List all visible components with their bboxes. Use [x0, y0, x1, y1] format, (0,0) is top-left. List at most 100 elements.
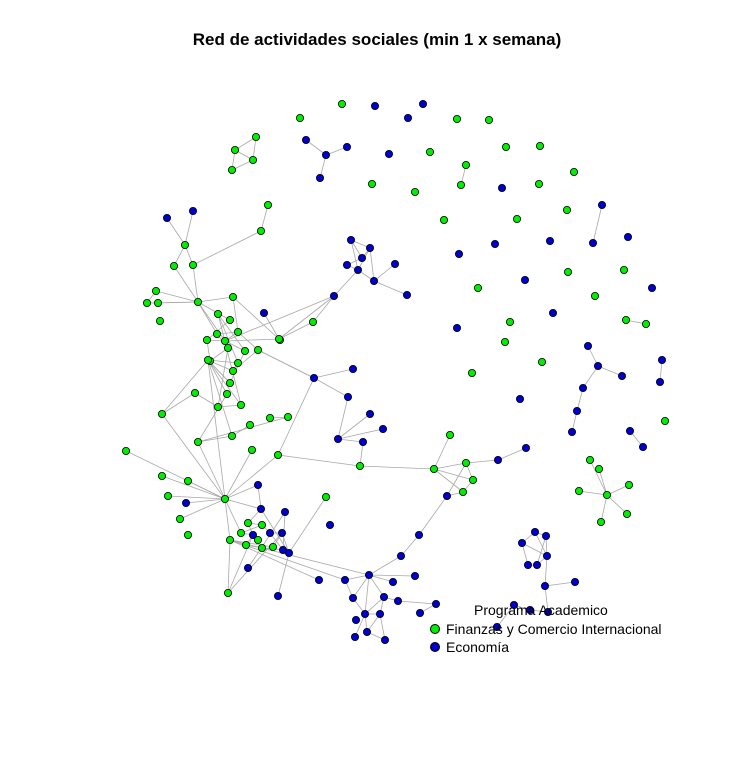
- node-economia: [549, 308, 558, 317]
- node-finanzas: [591, 291, 600, 300]
- node-finanzas: [193, 437, 202, 446]
- node-finanzas: [225, 315, 234, 324]
- network-edge: [536, 535, 547, 566]
- node-economia: [360, 610, 369, 619]
- node-economia: [624, 232, 633, 241]
- node-economia: [639, 442, 648, 451]
- network-edge: [184, 210, 194, 246]
- node-economia: [315, 173, 324, 182]
- node-finanzas: [202, 335, 211, 344]
- node-finanzas: [283, 412, 292, 421]
- node-economia: [277, 529, 286, 538]
- network-edge: [600, 494, 608, 523]
- network-edge: [227, 532, 283, 594]
- node-economia: [273, 592, 282, 601]
- node-economia: [493, 455, 502, 464]
- node-finanzas: [190, 388, 199, 397]
- node-finanzas: [570, 167, 579, 176]
- node-economia: [402, 290, 411, 299]
- node-finanzas: [213, 309, 222, 318]
- node-finanzas: [273, 450, 282, 459]
- network-edge: [354, 613, 366, 638]
- node-economia: [333, 434, 342, 443]
- node-economia: [396, 552, 405, 561]
- node-economia: [364, 571, 373, 580]
- network-edge: [192, 230, 262, 266]
- network-edge: [260, 508, 290, 554]
- network-edge: [224, 449, 253, 500]
- node-finanzas: [247, 445, 256, 454]
- network-edge: [207, 359, 242, 406]
- node-economia: [648, 283, 657, 292]
- network-edge: [352, 574, 370, 599]
- node-economia: [253, 480, 262, 489]
- network-edge: [359, 441, 364, 467]
- node-finanzas: [625, 480, 634, 489]
- network-edge: [369, 247, 375, 282]
- node-finanzas: [212, 329, 221, 338]
- network-edge: [433, 468, 464, 493]
- network-edge: [578, 490, 608, 496]
- network-edge: [598, 468, 608, 496]
- node-economia: [342, 260, 351, 269]
- network-edge: [496, 604, 515, 628]
- network-edge: [194, 392, 219, 408]
- network-edge: [379, 613, 386, 641]
- network-edge: [337, 428, 384, 440]
- network-edge: [368, 574, 416, 577]
- node-economia: [542, 532, 551, 541]
- network-edge: [606, 484, 630, 496]
- network-edge: [337, 396, 349, 440]
- node-economia: [280, 507, 289, 516]
- node-finanzas: [151, 286, 160, 295]
- node-economia: [658, 355, 667, 364]
- network-edge: [224, 498, 231, 541]
- node-economia: [350, 633, 359, 642]
- node-finanzas: [461, 160, 470, 169]
- node-finanzas: [233, 327, 242, 336]
- node-economia: [370, 102, 379, 111]
- node-finanzas: [564, 267, 573, 276]
- node-finanzas: [445, 430, 454, 439]
- chart-title: Red de actividades sociales (min 1 x sem…: [192, 30, 562, 49]
- node-economia: [568, 427, 577, 436]
- node-finanzas: [157, 409, 166, 418]
- node-finanzas: [597, 518, 606, 527]
- network-edge: [197, 435, 233, 443]
- network-edge: [207, 359, 226, 500]
- node-finanzas: [142, 298, 151, 307]
- node-economia: [521, 275, 530, 284]
- node-economia: [358, 437, 367, 446]
- node-economia: [598, 200, 607, 209]
- node-economia: [325, 521, 334, 530]
- node-finanzas: [468, 475, 477, 484]
- node-finanzas: [228, 292, 237, 301]
- node-economia: [181, 498, 190, 507]
- node-economia: [492, 623, 501, 632]
- network-edge: [534, 531, 548, 557]
- node-economia: [543, 552, 552, 561]
- node-finanzas: [253, 536, 262, 545]
- node-economia: [410, 572, 419, 581]
- node-finanzas: [452, 115, 461, 124]
- node-economia: [490, 239, 499, 248]
- legend: Programa Academico Finanzas y Comercio I…: [430, 602, 662, 656]
- node-economia: [452, 323, 461, 332]
- node-finanzas: [337, 100, 346, 109]
- node-finanzas: [175, 515, 184, 524]
- network-edge: [232, 349, 259, 372]
- legend-marker-blue: [430, 642, 440, 652]
- node-finanzas: [188, 260, 197, 269]
- network-edge: [446, 462, 467, 497]
- node-economia: [589, 238, 598, 247]
- network-edge: [224, 338, 280, 342]
- network-edge: [606, 494, 628, 515]
- network-edge: [155, 290, 199, 303]
- node-finanzas: [603, 490, 612, 499]
- network-edge: [465, 459, 499, 464]
- node-finanzas: [155, 316, 164, 325]
- node-finanzas: [122, 446, 131, 455]
- node-economia: [365, 243, 374, 252]
- node-finanzas: [243, 519, 252, 528]
- node-economia: [531, 528, 540, 537]
